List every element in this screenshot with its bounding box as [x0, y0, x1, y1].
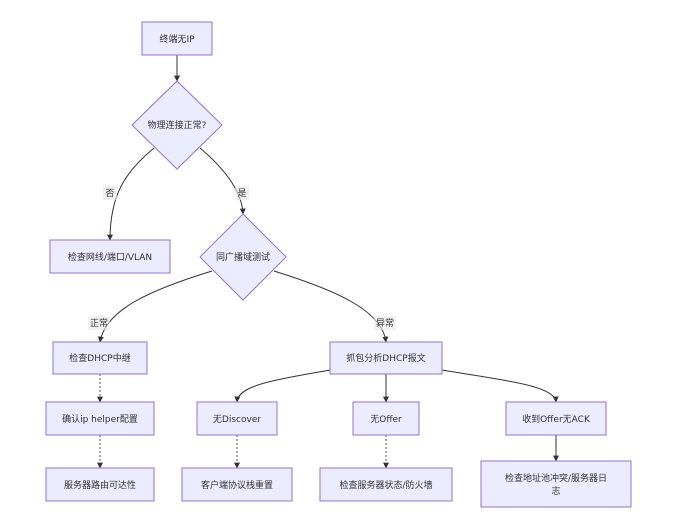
edge-label-no-text: 否	[105, 188, 114, 199]
edge-label-normal: 正常	[88, 316, 110, 330]
edge-physical-to-same-subnet	[199, 147, 246, 215]
node-server-status-label: 检查服务器状态/防火墙	[339, 479, 432, 491]
edge-label-abnormal: 异常	[374, 316, 396, 330]
node-ip-helper	[45, 401, 155, 436]
edge-same-subnet-to-check-relay	[97, 270, 213, 343]
node-offer-no-ack	[505, 401, 607, 436]
node-start-label: 终端无IP	[159, 33, 195, 45]
edge-physical-to-check-cable	[107, 147, 155, 241]
edge-same-subnet-to-capture	[273, 270, 389, 343]
node-capture-label: 抓包分析DHCP报文	[346, 352, 425, 364]
node-physical-label: 物理连接正常?	[148, 119, 207, 131]
edges	[97, 55, 559, 462]
node-check-cable	[49, 239, 171, 274]
node-no-discover	[196, 401, 278, 436]
node-no-offer	[352, 401, 420, 436]
node-check-relay-label: 检查DHCP中继	[69, 352, 130, 364]
edge-label-no: 否	[103, 186, 117, 200]
node-client-protocol-label: 客户端协议栈重置	[201, 479, 273, 491]
node-server-route	[45, 467, 155, 502]
node-same-subnet-label: 同广播域测试	[216, 251, 270, 263]
node-no-offer-label: 无Offer	[370, 414, 402, 425]
edge-capture-to-no-discover	[234, 369, 331, 403]
edge-capture-to-offer-no-ack	[441, 369, 559, 403]
node-addr-conflict-label: 检查地址池冲突/服务器日志	[505, 472, 607, 497]
edge-label-yes: 是	[235, 186, 249, 200]
node-capture	[329, 341, 443, 375]
edge-label-normal-text: 正常	[90, 317, 108, 329]
node-start	[141, 21, 213, 56]
edge-label-abnormal-text: 异常	[376, 317, 394, 329]
node-ip-helper-label: 确认ip helper配置	[62, 413, 138, 425]
dashed-edges	[97, 374, 389, 469]
node-server-status	[319, 467, 453, 502]
node-client-protocol	[181, 467, 293, 502]
node-physical-decision	[131, 80, 223, 170]
node-offer-no-ack-label: 收到Offer无ACK	[522, 413, 591, 425]
node-addr-conflict	[480, 460, 632, 508]
node-server-route-label: 服务器路由可达性	[64, 479, 136, 491]
edge-label-yes-text: 是	[237, 188, 246, 199]
node-check-cable-label: 检查网线/端口/VLAN	[68, 251, 152, 263]
node-check-relay	[52, 341, 148, 375]
node-same-subnet-decision	[199, 213, 287, 301]
node-no-discover-label: 无Discover	[213, 414, 261, 425]
